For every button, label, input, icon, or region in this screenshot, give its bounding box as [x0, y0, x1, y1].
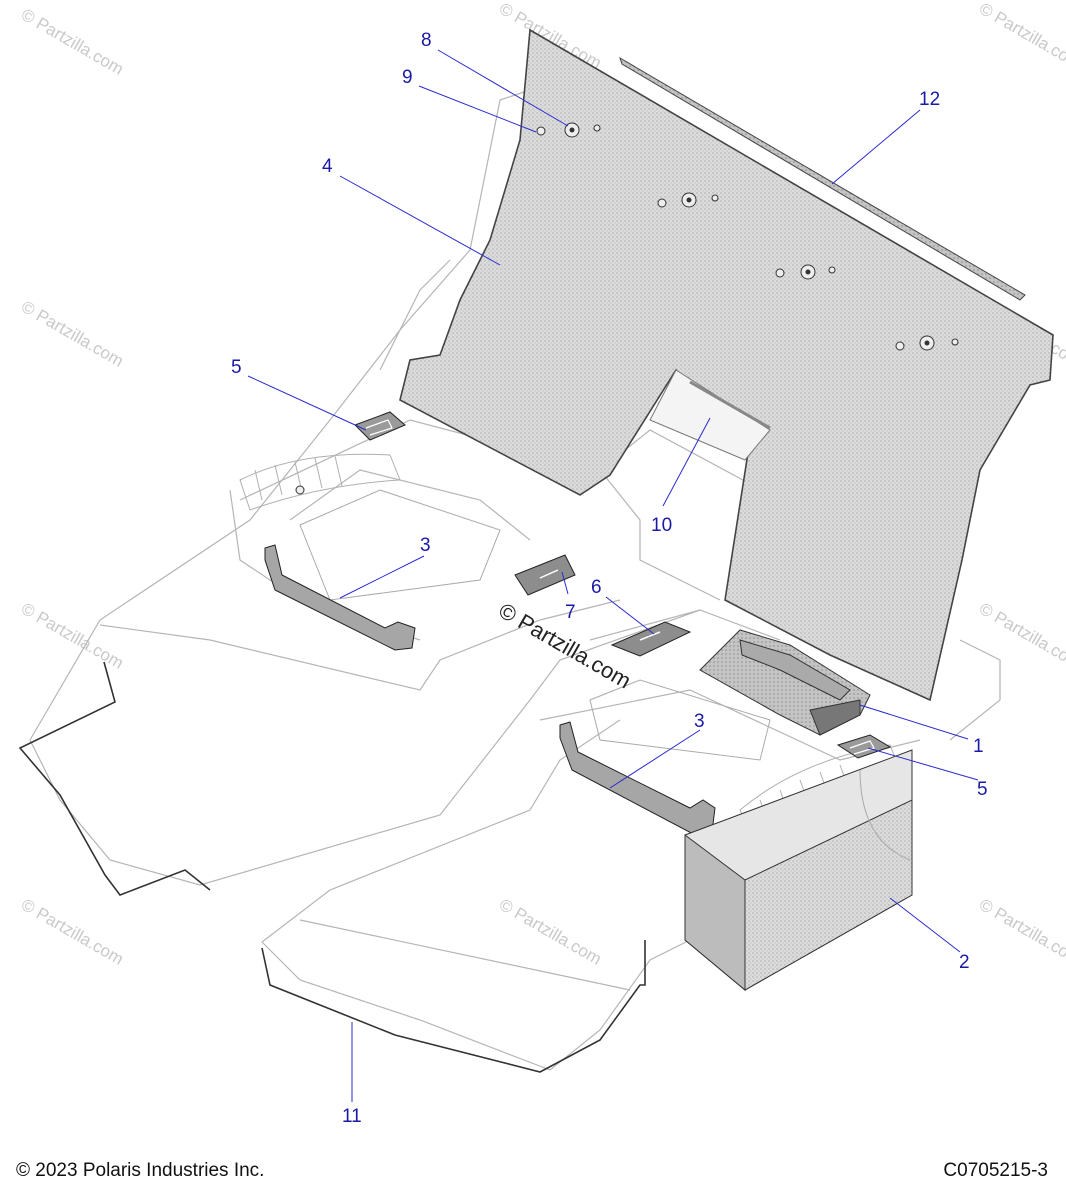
callout-12: 12	[919, 89, 940, 110]
callout-2: 2	[959, 952, 970, 973]
weather-strip	[619, 56, 1026, 301]
seat-handle-left	[264, 544, 416, 651]
watermark: © Partzilla.com	[18, 895, 127, 969]
callout-labels: 8 9 12 4 5 10 3 6 7 3 1 5 2 11	[231, 30, 988, 1127]
seat-opening-right	[589, 679, 771, 761]
hinge-pad-right	[836, 734, 892, 759]
seat-handle-right	[559, 721, 716, 836]
screw-icon	[895, 341, 905, 351]
callout-10: 10	[651, 515, 672, 536]
screw-icon	[657, 198, 667, 208]
seat-base-left	[239, 453, 401, 511]
callout-3-left: 3	[420, 535, 431, 556]
callout-11: 11	[342, 1106, 362, 1127]
callout-9: 9	[402, 67, 413, 88]
watermark: © Partzilla.com	[18, 5, 127, 79]
callout-1: 1	[973, 736, 984, 757]
fasteners	[295, 122, 959, 495]
watermark: © Partzilla.com	[496, 895, 605, 969]
rear-panel	[399, 28, 1054, 702]
callout-4: 4	[322, 156, 333, 177]
callout-5-left: 5	[231, 357, 242, 378]
copyright-text: © 2023 Polaris Industries Inc.	[16, 1160, 265, 1181]
callout-7: 7	[565, 602, 576, 623]
drawing-code: C0705215-3	[943, 1160, 1048, 1181]
edge-trim-front	[261, 940, 646, 1073]
hinge-pad-left	[354, 411, 406, 441]
storage-box	[684, 749, 913, 992]
watermark: © Partzilla.com	[976, 599, 1066, 673]
support-plate	[610, 621, 692, 657]
callout-5-right: 5	[977, 779, 988, 800]
edge-trim-left	[18, 661, 211, 896]
watermark: © Partzilla.com	[18, 297, 127, 371]
screw-icon	[775, 268, 785, 278]
watermark: © Partzilla.com	[18, 599, 127, 673]
watermark: © Partzilla.com	[976, 0, 1066, 73]
slot-strip	[689, 380, 771, 430]
screw-icon	[536, 126, 546, 136]
seat-opening-left	[299, 489, 501, 601]
callout-8: 8	[421, 30, 432, 51]
leader-lines	[247, 49, 979, 1102]
callout-6: 6	[591, 577, 602, 598]
watermark: © Partzilla.com	[976, 895, 1066, 969]
storage-tray	[699, 629, 871, 736]
callout-3-right: 3	[694, 711, 705, 732]
